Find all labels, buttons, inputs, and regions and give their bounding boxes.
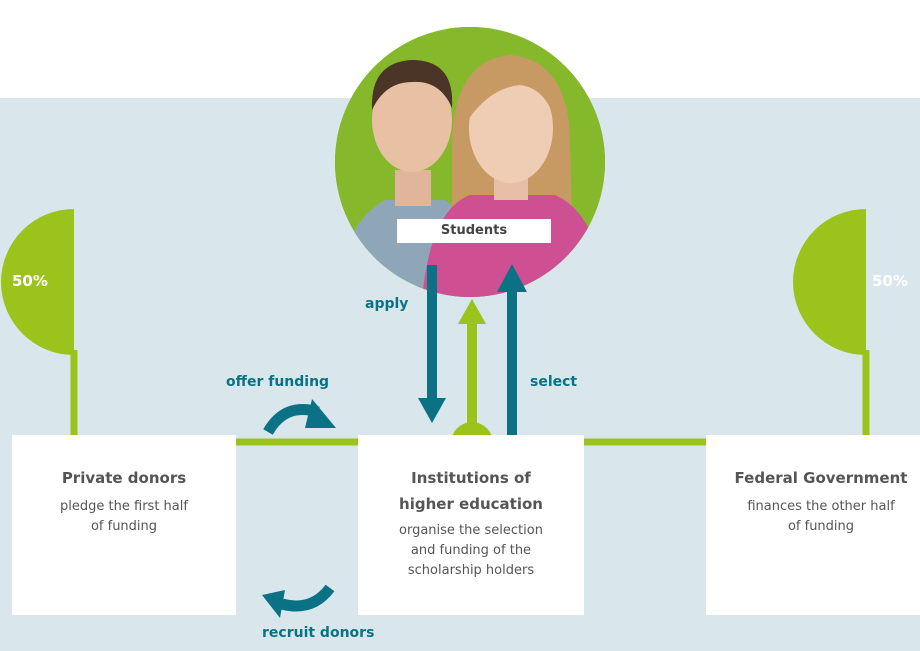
federal-government-text-2: of funding	[787, 519, 855, 534]
right-half-circle	[793, 209, 866, 355]
institutions-text-3: scholarship holders	[407, 563, 535, 578]
federal-government-title: Federal Government	[734, 469, 908, 487]
money-arrow	[458, 299, 486, 435]
offer-funding-arrow	[263, 399, 336, 435]
recruit-donors-label: recruit donors	[262, 625, 375, 641]
federal-government-text-1: finances the other half	[747, 499, 895, 514]
private-donors-card: Private donors pledge the first half of …	[12, 435, 236, 615]
federal-government-card: Federal Government finances the other ha…	[706, 435, 920, 615]
students-label: Students	[397, 219, 551, 243]
private-donors-text-2: of funding	[90, 519, 158, 534]
offer-funding-label: offer funding	[226, 374, 330, 390]
institutions-text-2: and funding of the	[410, 543, 532, 558]
left-share-label: 50%	[12, 272, 48, 290]
apply-label: apply	[365, 296, 409, 312]
right-share-label: 50%	[872, 272, 908, 290]
recruit-donors-arrow	[262, 584, 335, 618]
private-donors-text-1: pledge the first half	[60, 499, 188, 514]
institutions-card: Institutions of higher education organis…	[358, 435, 584, 615]
apply-arrow	[418, 265, 446, 423]
private-donors-title: Private donors	[61, 469, 187, 487]
left-half-circle	[1, 209, 74, 355]
students-photo	[335, 27, 605, 297]
select-arrow	[497, 264, 527, 436]
select-label: select	[530, 374, 578, 390]
institutions-title-2: higher education	[399, 495, 543, 513]
institutions-title-1: Institutions of	[411, 469, 531, 487]
institutions-text-1: organise the selection	[399, 523, 543, 538]
